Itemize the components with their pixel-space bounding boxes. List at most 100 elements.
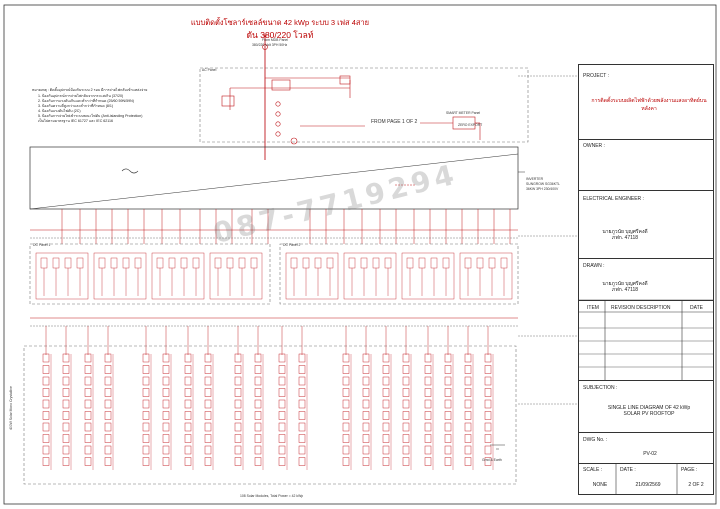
- pv-module: [42, 376, 50, 386]
- pv-module: [444, 411, 452, 420]
- drawn-label: DRAWN :: [583, 263, 605, 269]
- pv-module: [278, 457, 286, 466]
- pv-module: [42, 422, 50, 432]
- pv-module: [184, 388, 192, 397]
- fuse-icon: [406, 257, 414, 269]
- owner-box: [578, 139, 714, 190]
- pv-module: [362, 457, 370, 466]
- pv-module: [278, 445, 286, 455]
- drawing-subtitle: ดัน 380/220 โวลท์: [246, 30, 314, 40]
- pv-module: [382, 411, 390, 420]
- pv-module: [104, 388, 112, 397]
- pv-module: [464, 434, 472, 443]
- pv-module: [424, 388, 432, 397]
- title-block: [578, 64, 714, 495]
- ac-panel-box: [199, 67, 529, 143]
- dc-panel-2-label: DC Panel 2: [283, 243, 301, 247]
- pv-module: [84, 353, 92, 363]
- pv-module: [184, 434, 192, 443]
- pv-module: [84, 365, 92, 374]
- pv-module: [204, 376, 212, 386]
- pv-module: [234, 422, 242, 432]
- fuse-icon: [134, 257, 142, 269]
- pv-module: [204, 434, 212, 443]
- main-panel-spec: 380/220 Volt 3PH 50Hz: [252, 43, 288, 47]
- pv-module: [62, 422, 70, 432]
- fuse-icon: [214, 257, 222, 269]
- pv-module: [84, 411, 92, 420]
- pv-module: [484, 434, 492, 443]
- pv-module: [162, 376, 170, 386]
- revision-table: [578, 300, 714, 380]
- spd-box-icon: [271, 79, 291, 91]
- combiner-group: [285, 252, 339, 300]
- pv-module: [298, 365, 306, 374]
- subjection-box: [578, 380, 714, 432]
- pv-module: [142, 445, 150, 455]
- pv-module: [382, 365, 390, 374]
- pv-module: [362, 365, 370, 374]
- pv-module: [254, 434, 262, 443]
- footer-row: [578, 463, 714, 495]
- breaker-icon: [275, 111, 281, 117]
- pv-module: [254, 353, 262, 363]
- fuse-icon: [40, 257, 48, 269]
- pv-module: [42, 434, 50, 443]
- pv-module: [278, 376, 286, 386]
- pv-module: [254, 365, 262, 374]
- pv-module: [298, 376, 306, 386]
- pv-module: [444, 434, 452, 443]
- engineer-label: ELECTRICAL ENGINEER :: [583, 196, 644, 202]
- pv-module: [254, 411, 262, 420]
- pv-module: [62, 388, 70, 397]
- pv-module: [342, 411, 350, 420]
- pv-module: [254, 376, 262, 386]
- pv-module: [204, 399, 212, 409]
- pv-module: [204, 457, 212, 466]
- pv-module: [424, 411, 432, 420]
- fuse-icon: [500, 257, 508, 269]
- pv-module: [402, 353, 410, 363]
- inverter-label: INVERTER: [526, 177, 544, 181]
- note-item: 4. ป้องกันแรงดันไฟดับ (2C): [38, 109, 81, 113]
- pv-module: [444, 457, 452, 466]
- pv-module: [184, 353, 192, 363]
- pv-module: [204, 365, 212, 374]
- pv-module: [204, 445, 212, 455]
- fuse-icon: [372, 257, 380, 269]
- pv-module: [382, 399, 390, 409]
- fuse-icon: [64, 257, 72, 269]
- pv-module: [62, 411, 70, 420]
- pv-module: [162, 365, 170, 374]
- pv-module: [424, 353, 432, 363]
- pv-module: [62, 376, 70, 386]
- ground-label: Grnd & Earth: [482, 458, 502, 462]
- project-value: การติดตั้งระบบผลิตไฟฟ้าด้วยพลังงานแสงอาท…: [591, 98, 707, 112]
- pv-module: [234, 434, 242, 443]
- date-value: 21/09/2569: [635, 482, 661, 488]
- pv-module: [298, 399, 306, 409]
- pv-module: [62, 457, 70, 466]
- pv-module: [278, 353, 286, 363]
- note-item: 1. ป้องกันอุปกรณ์การจ่ายไฟกลับจากกระแสเก…: [38, 94, 124, 98]
- pv-module: [402, 399, 410, 409]
- combiner-group: [401, 252, 455, 300]
- pv-module: [62, 434, 70, 443]
- pv-module: [464, 411, 472, 420]
- fuse-icon: [180, 257, 188, 269]
- ac-breaker-icon: [221, 95, 235, 107]
- pv-module: [42, 399, 50, 409]
- pv-module: [162, 411, 170, 420]
- pv-module: [298, 445, 306, 455]
- main-panel-label: From MDB Panel: [262, 38, 289, 42]
- pv-module: [464, 388, 472, 397]
- engineer-license: ภฟก. 47118: [611, 235, 639, 241]
- pv-module: [104, 422, 112, 432]
- pv-module: [342, 445, 350, 455]
- combiner-group: [151, 252, 205, 300]
- fuse-icon: [442, 257, 450, 269]
- fuse-icon: [488, 257, 496, 269]
- pv-module: [444, 422, 452, 432]
- pv-module: [484, 388, 492, 397]
- page-value: 2 OF 2: [688, 482, 704, 488]
